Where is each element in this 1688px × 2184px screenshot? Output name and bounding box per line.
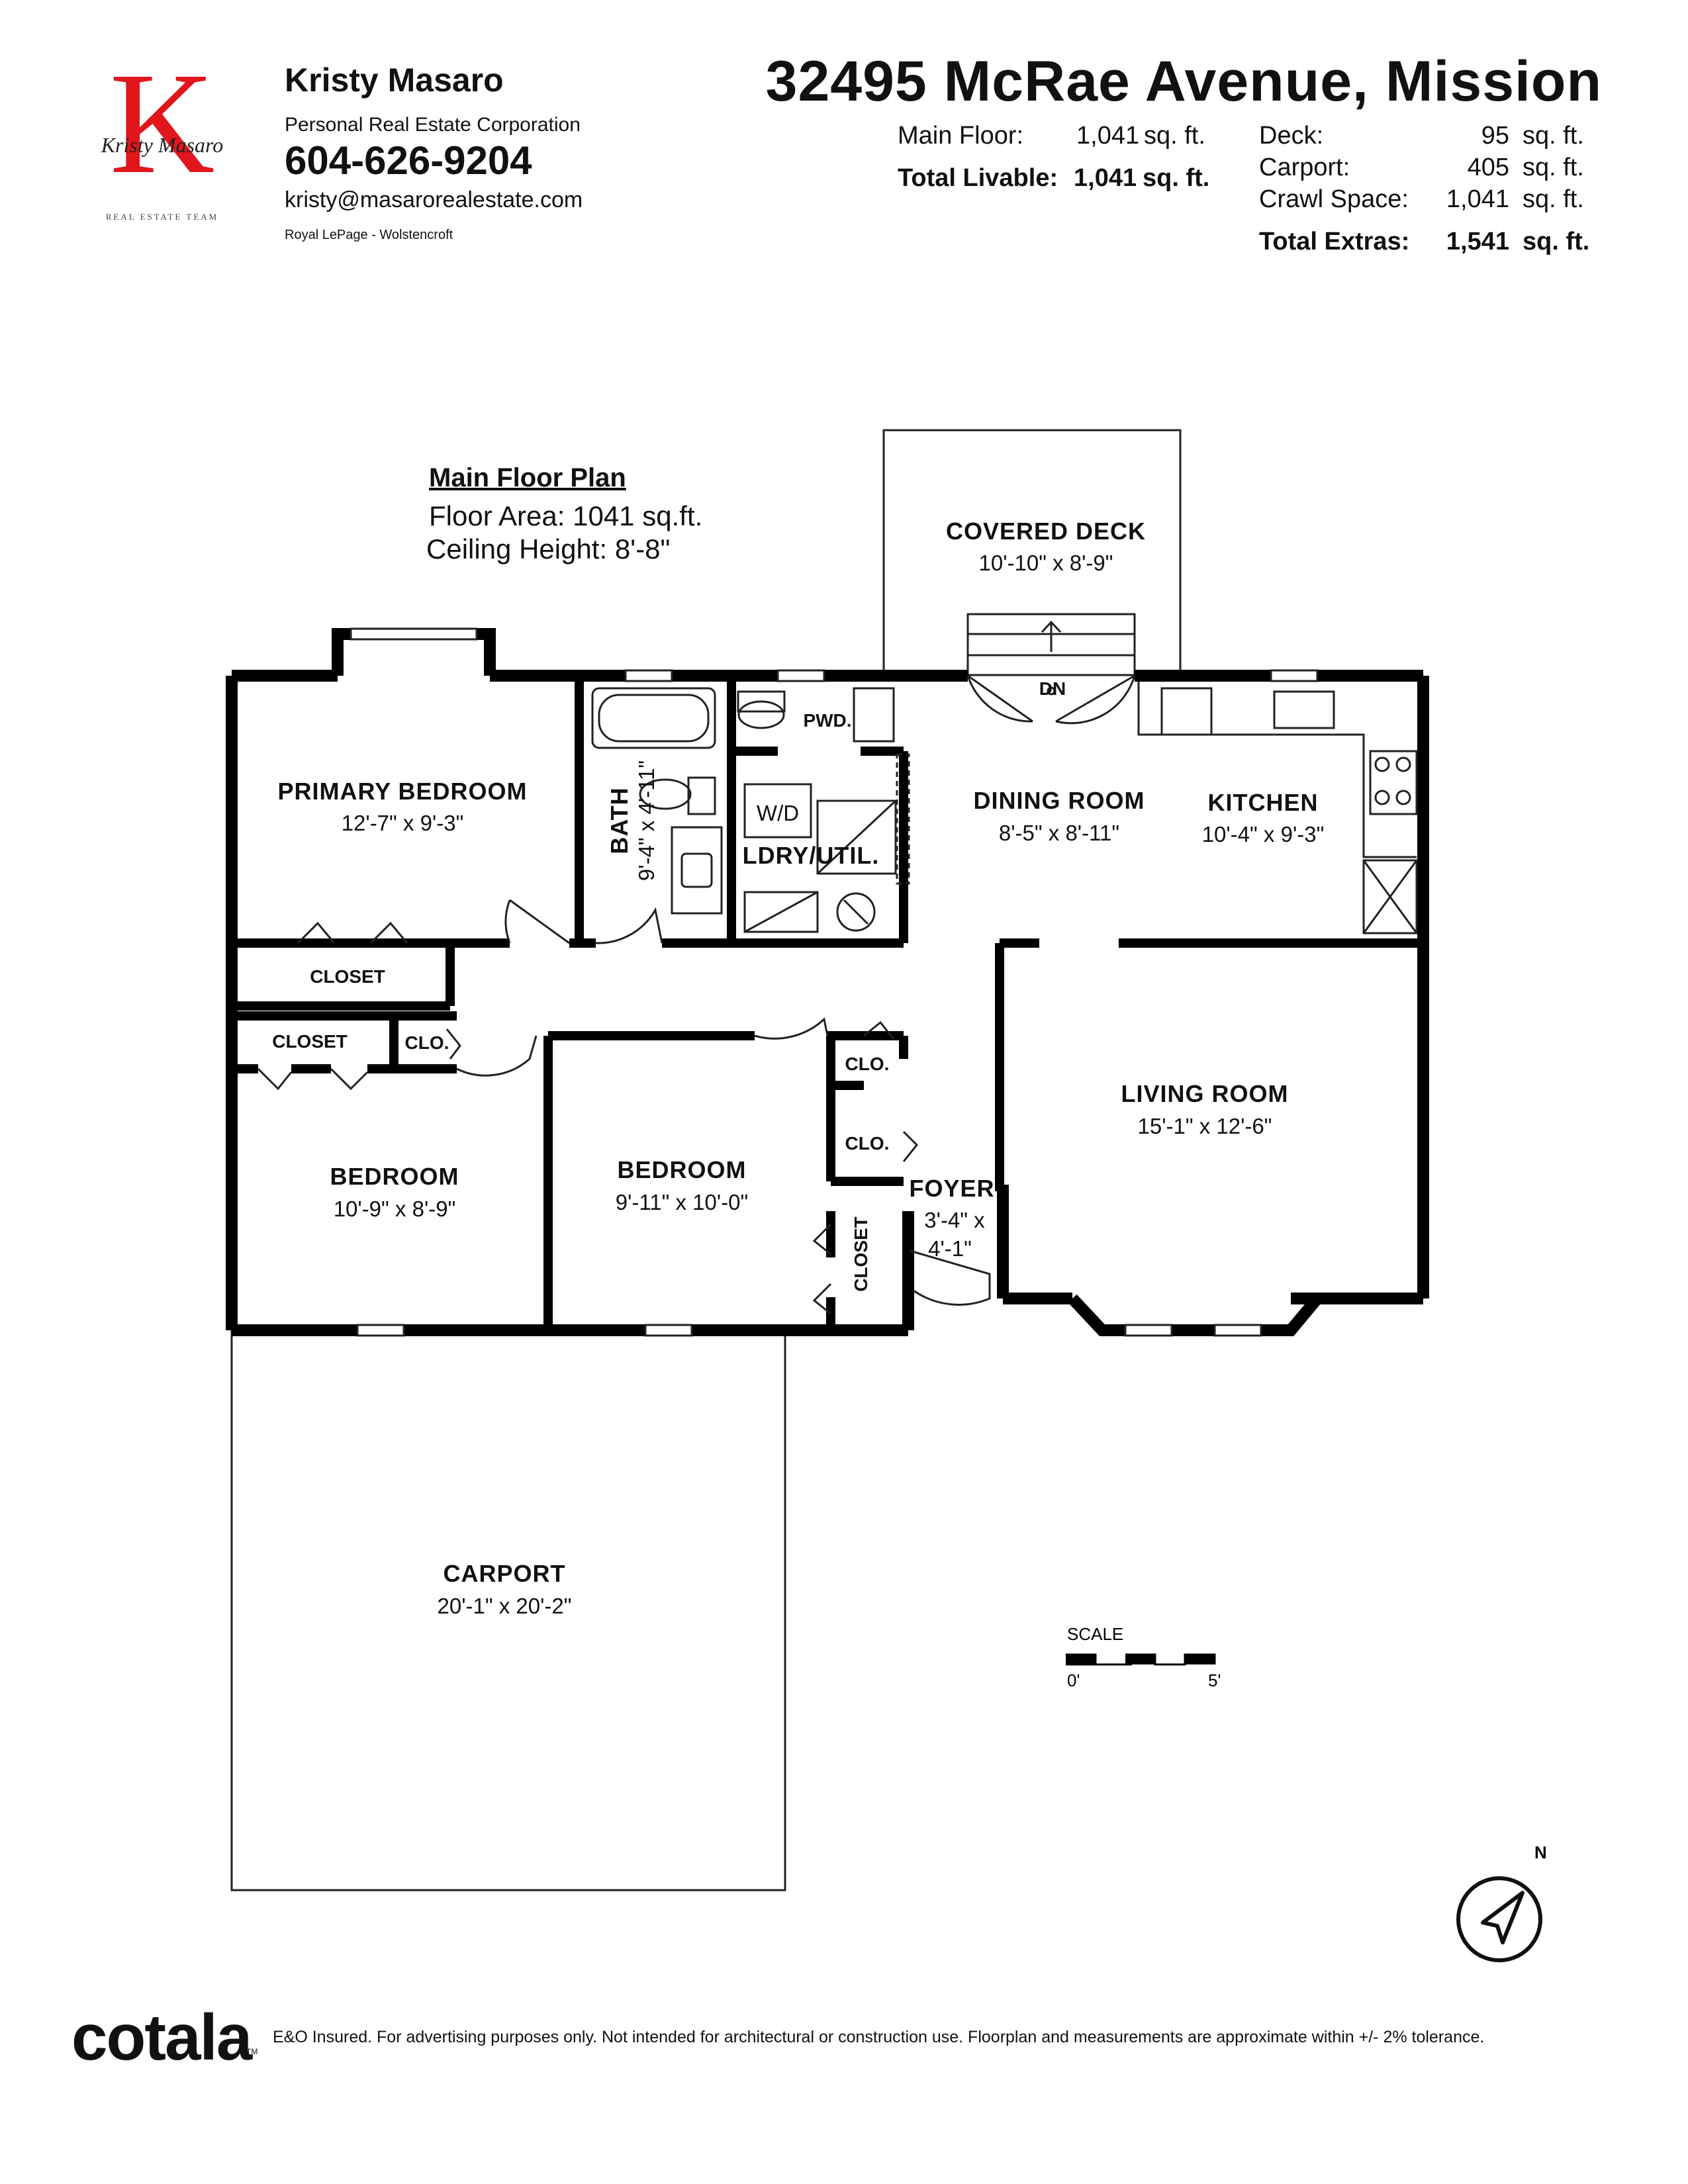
toilet [639,778,692,810]
agent-logo: K Kristy Masaro REAL ESTATE TEAM [101,60,224,222]
total-livable-value: 1,041 [1074,164,1137,192]
pwd-name: PWD. [803,710,851,731]
pwd-sink [853,687,895,743]
bathtub [591,687,716,749]
clo-2-name: CLO. [845,1054,890,1074]
foyer-name: FOYER [909,1175,994,1202]
compass-north-label: N [1534,1843,1547,1862]
scale-label: SCALE [1067,1624,1123,1644]
scale-start: 0' [1067,1670,1080,1690]
windows [350,627,1319,1337]
pwd-toilet [737,700,785,729]
bedroom-2-dims: 9'-11" x 10'-0" [616,1190,749,1214]
living-name: LIVING ROOM [1121,1080,1289,1107]
logo-letter-k: K [110,60,215,204]
kitchen-name: KITCHEN [1208,789,1319,816]
logo-signature: Kristy Masaro [101,133,224,157]
furnace [836,892,876,932]
brand-logo: cotala [71,2001,252,2073]
foyer-dims-1: 3'-4" x [924,1208,985,1232]
kitchen-counter [1137,682,1417,858]
kitchen-appliance [1160,687,1213,736]
laundry-name: LDRY/UTIL. [743,842,880,869]
main-floor-value: 1,041 [1076,122,1140,150]
total-extras-unit: sq. ft. [1523,228,1590,255]
kitchen-sink [1273,690,1335,729]
carport-label: Carport: [1259,154,1350,181]
crawl-space-unit: sq. ft. [1523,185,1584,213]
main-floor-unit: sq. ft. [1144,122,1205,150]
stair-dn-label: DN [1039,678,1066,699]
bedroom-1-dims: 10'-9" x 8'-9" [334,1197,456,1221]
plan-ceiling-height: Ceiling Height: 8'-8" [426,533,671,565]
agent-phone[interactable]: 604-626-9204 [285,138,532,183]
carport-name: CARPORT [444,1560,566,1587]
kitchen-dims: 10'-4" x 9'-3" [1202,822,1325,846]
wd-label: W/D [757,801,799,825]
doors [257,674,1136,1315]
scale-bar: SCALE 0' 5' [1066,1624,1221,1690]
crawl-space-label: Crawl Space: [1259,185,1409,213]
crawl-space-value: 1,041 [1446,185,1509,213]
dining-name: DINING ROOM [974,787,1145,814]
carport-dims: 20'-1" x 20'-2" [438,1594,572,1618]
plan-title: Main Floor Plan [429,463,626,492]
bedroom-2-name: BEDROOM [618,1156,747,1183]
total-livable-unit: sq. ft. [1143,164,1210,192]
main-floor-label: Main Floor: [898,122,1024,150]
agent-name: Kristy Masaro [285,62,504,99]
total-livable-label: Total Livable: [898,164,1058,192]
brand-trademark: TM [246,2047,258,2056]
closet-3-name: CLOSET [851,1216,871,1292]
stairs [966,613,1136,696]
closet-2-name: CLOSET [272,1031,348,1052]
carport-value: 405 [1467,154,1509,181]
cooktop [1369,750,1418,815]
interior-walls [232,676,1423,1330]
disclaimer-text: E&O Insured. For advertising purposes on… [273,2028,1485,2046]
agent-corporation: Personal Real Estate Corporation [285,114,581,136]
washer-dryer [743,783,812,839]
water-heater [743,891,819,933]
clo-3-name: CLO. [845,1133,890,1154]
logo-tagline: REAL ESTATE TEAM [106,212,218,222]
total-extras-label: Total Extras: [1259,228,1410,255]
vanity-sink [671,826,723,915]
deck-label: Deck: [1259,122,1324,150]
fixtures [591,682,1418,934]
deck-unit: sq. ft. [1523,122,1584,150]
bedroom-1-name: BEDROOM [330,1163,459,1190]
deck-value: 95 [1481,122,1509,150]
primary-bedroom-name: PRIMARY BEDROOM [277,778,527,805]
covered-deck-dims: 10'-10" x 8'-9" [979,551,1113,575]
dining-dims: 8'-5" x 8'-11" [999,821,1119,845]
plan-floor-area: Floor Area: 1041 sq.ft. [429,500,703,531]
agent-brokerage: Royal LePage - Wolstencroft [285,228,453,242]
foyer-dims-2: 4'-1" [928,1236,972,1261]
compass-icon: N [1456,1843,1547,1962]
covered-deck-name: COVERED DECK [946,518,1146,545]
bath-name: BATH [606,787,633,854]
agent-email[interactable]: kristy@masarorealestate.com [285,187,583,212]
refrigerator [1362,859,1418,934]
total-extras-value: 1,541 [1446,228,1509,255]
bath-dims: 9'-4" x 4'-11" [634,760,659,881]
closet-1-name: CLOSET [310,966,385,987]
carport-unit: sq. ft. [1523,154,1584,181]
living-dims: 15'-1" x 12'-6" [1138,1114,1272,1138]
primary-bedroom-dims: 12'-7" x 9'-3" [342,811,464,835]
scale-end: 5' [1208,1670,1221,1690]
utility-unit [816,799,897,875]
clo-1-name: CLO. [405,1032,449,1053]
property-address: 32495 McRae Avenue, Mission [765,50,1602,113]
